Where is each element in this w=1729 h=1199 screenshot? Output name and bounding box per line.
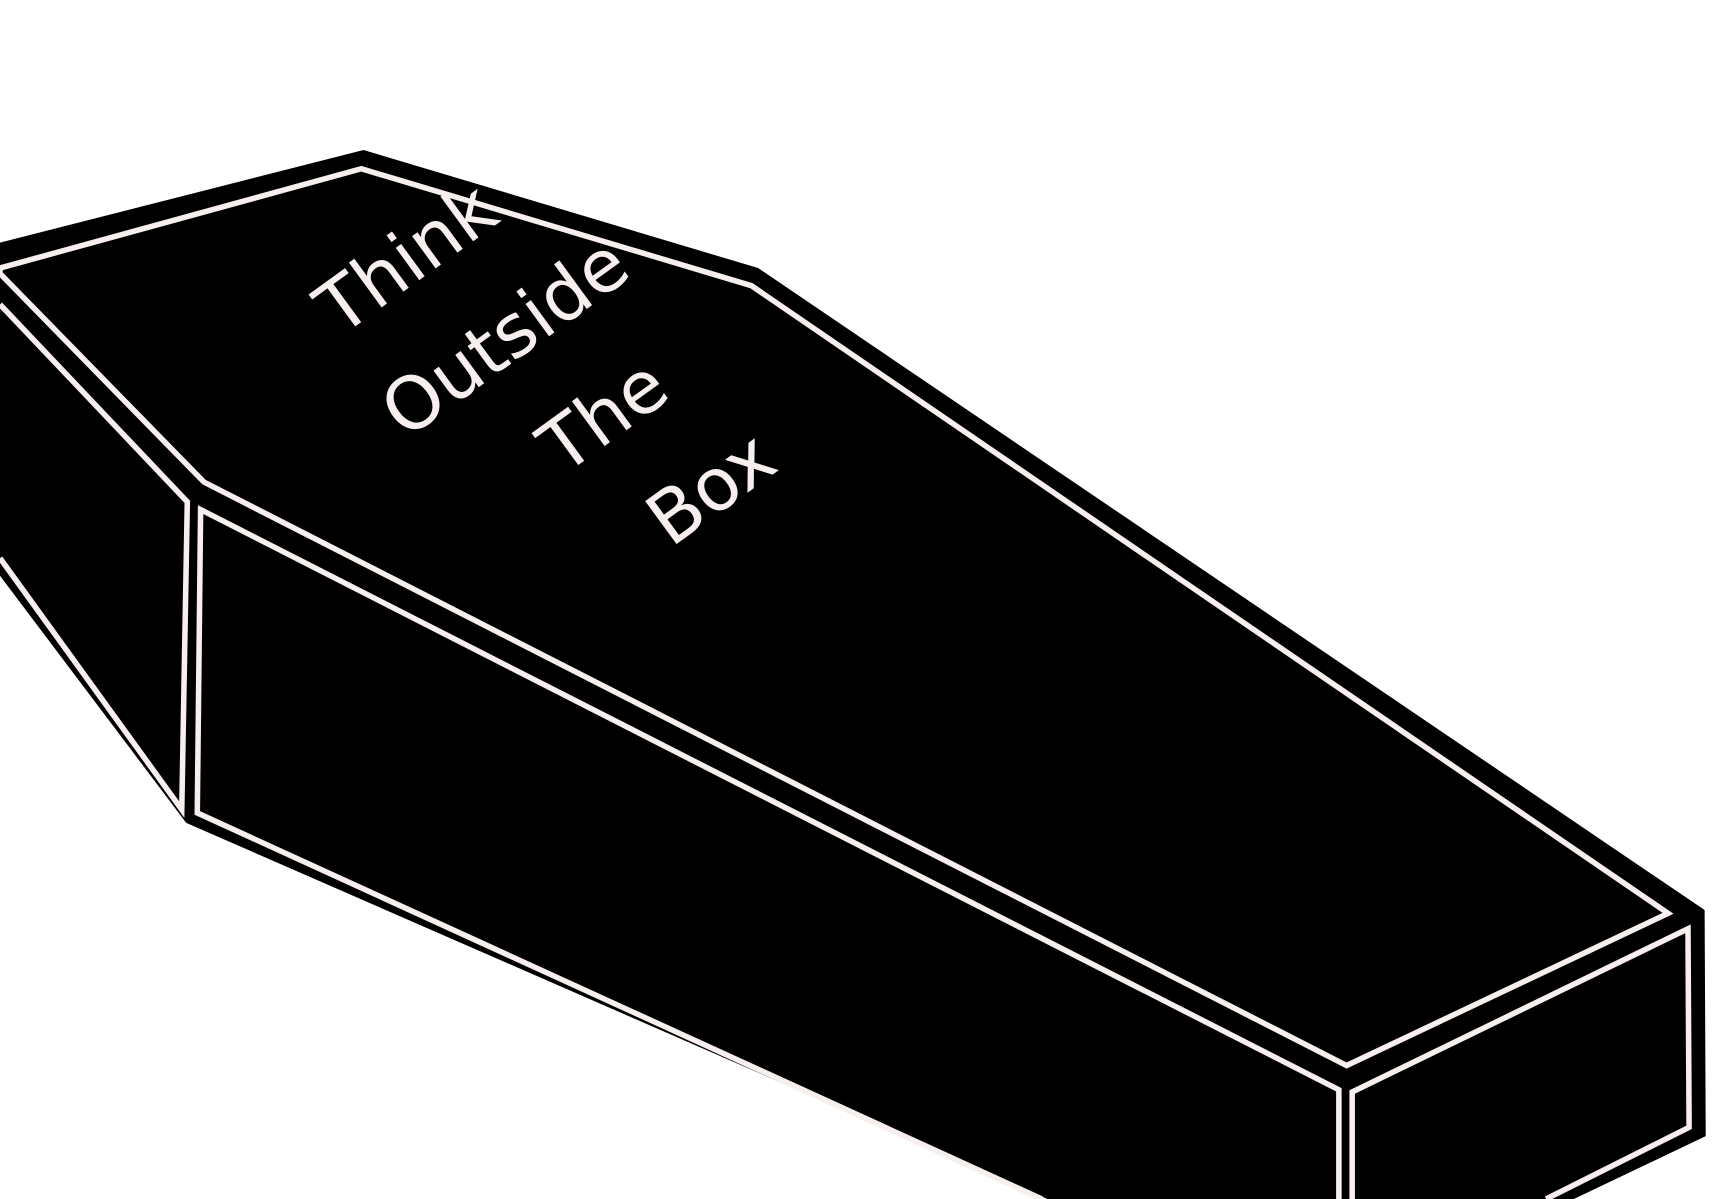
front-side-trim (194, 505, 1342, 1199)
coffin-silhouette (0, 150, 1706, 1199)
lid-trim (0, 165, 1674, 1069)
right-end-trim (1349, 924, 1692, 1199)
left-end-trim (0, 302, 191, 818)
